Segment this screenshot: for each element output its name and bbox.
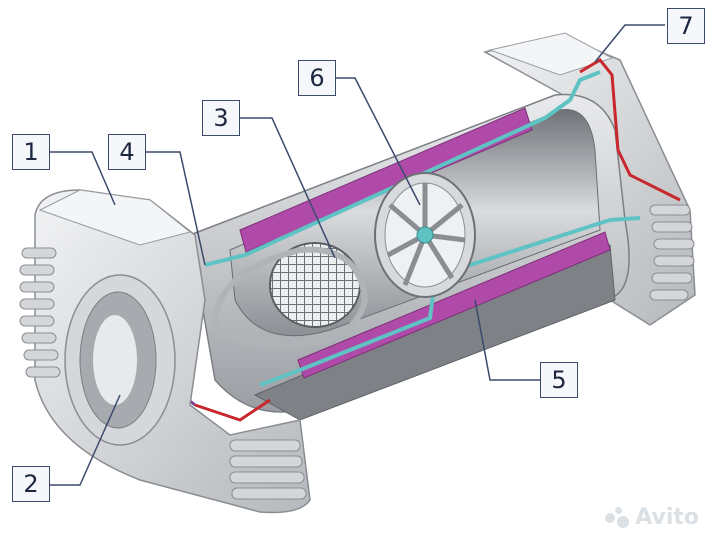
callout-1: 1: [12, 134, 50, 170]
right-end-cap: [482, 32, 696, 326]
callout-3: 3: [202, 100, 240, 136]
leader-lines: [50, 24, 665, 486]
callout-5: 5: [540, 362, 578, 398]
callout-6: 6: [298, 60, 336, 96]
callout-4: 4: [108, 134, 146, 170]
avito-logo-icon: [605, 506, 631, 529]
watermark: Avito: [605, 505, 699, 530]
spoked-disc: [374, 172, 476, 298]
callout-7: 7: [667, 8, 705, 44]
watermark-text: Avito: [635, 505, 699, 530]
mesh-filter: [211, 242, 369, 349]
callout-2: 2: [12, 466, 50, 502]
